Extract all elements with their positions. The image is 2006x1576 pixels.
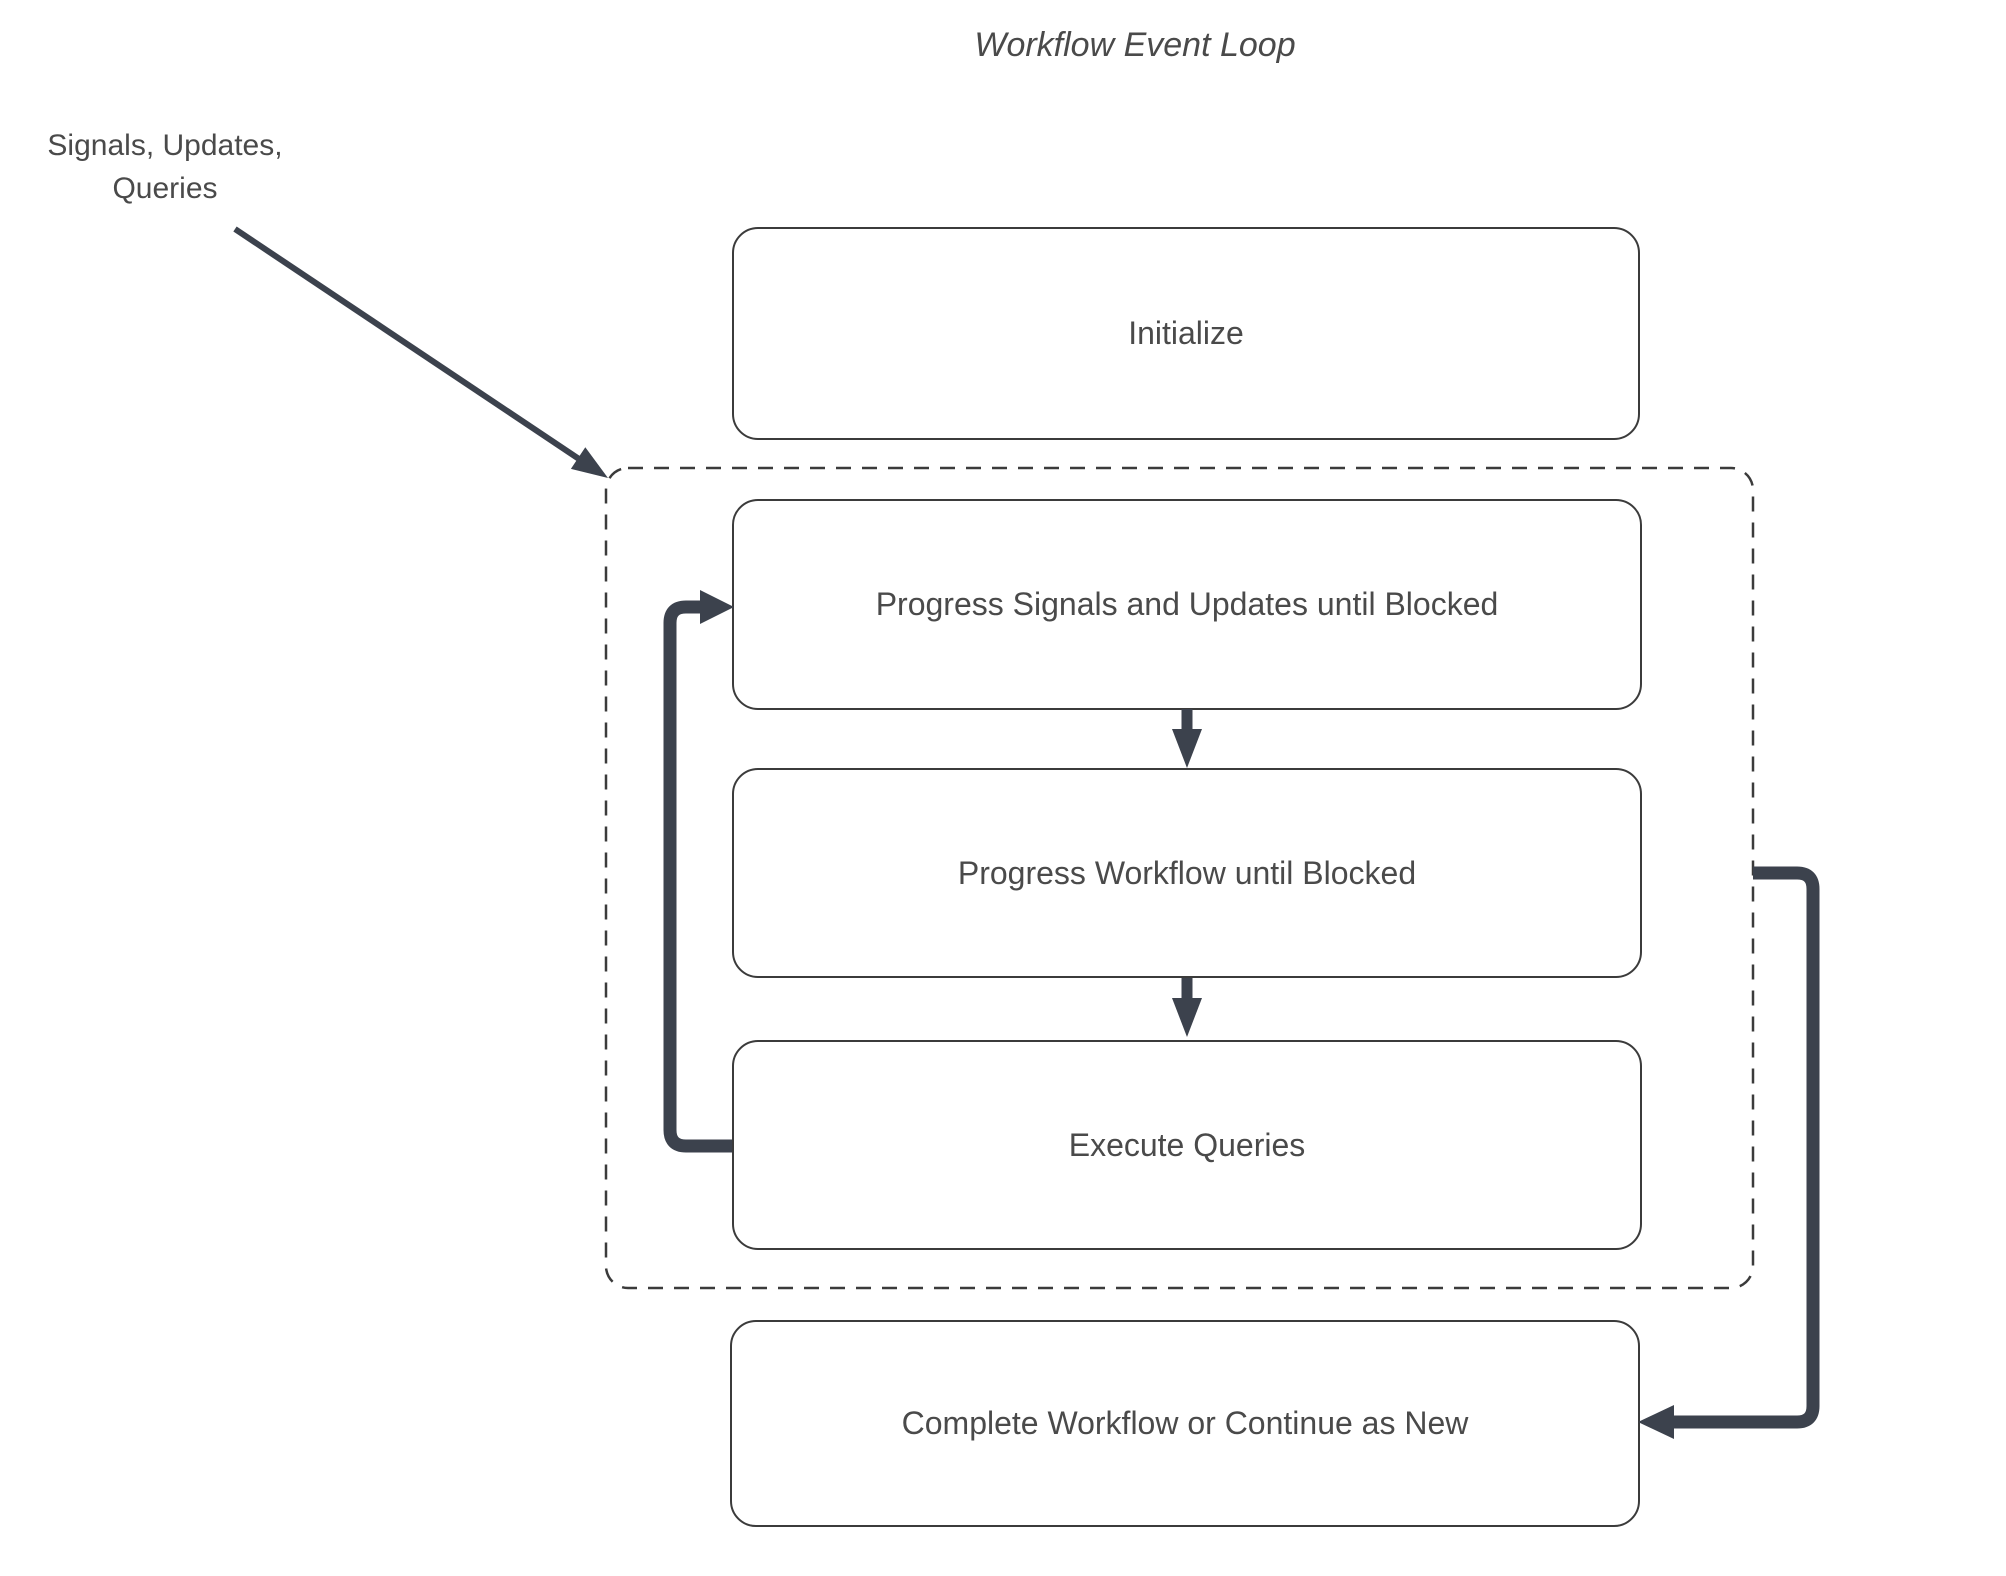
node-complete-workflow-label: Complete Workflow or Continue as New <box>901 1405 1469 1441</box>
node-progress-workflow: Progress Workflow until Blocked <box>732 768 1642 978</box>
node-initialize: Initialize <box>732 227 1640 440</box>
node-execute-queries-label: Execute Queries <box>1068 1126 1306 1163</box>
node-progress-signals-label: Progress Signals and Updates until Block… <box>875 586 1499 622</box>
node-complete-workflow-or-continue-as-new: Complete Workflow or Continue as New <box>730 1320 1640 1527</box>
arrow-loop-execute-queries-to-progress-signals-icon <box>663 590 734 1153</box>
diagram-title: Workflow Event Loop <box>974 26 1296 64</box>
arrow-progress-workflow-to-execute-queries-icon <box>1172 978 1202 1037</box>
signals-updates-queries-label: Signals, Updates, Queries <box>47 129 283 205</box>
node-progress-signals-and-updates: Progress Signals and Updates until Block… <box>732 499 1642 710</box>
node-progress-workflow-label: Progress Workflow until Blocked <box>957 854 1417 891</box>
arrow-progress-signals-to-progress-workflow-icon <box>1172 709 1202 768</box>
arrow-loop-exit-to-complete-workflow-icon <box>1638 866 1820 1439</box>
node-execute-queries: Execute Queries <box>732 1040 1642 1250</box>
arrow-signals-into-loop-icon <box>233 226 608 478</box>
node-initialize-label: Initialize <box>1128 315 1244 351</box>
